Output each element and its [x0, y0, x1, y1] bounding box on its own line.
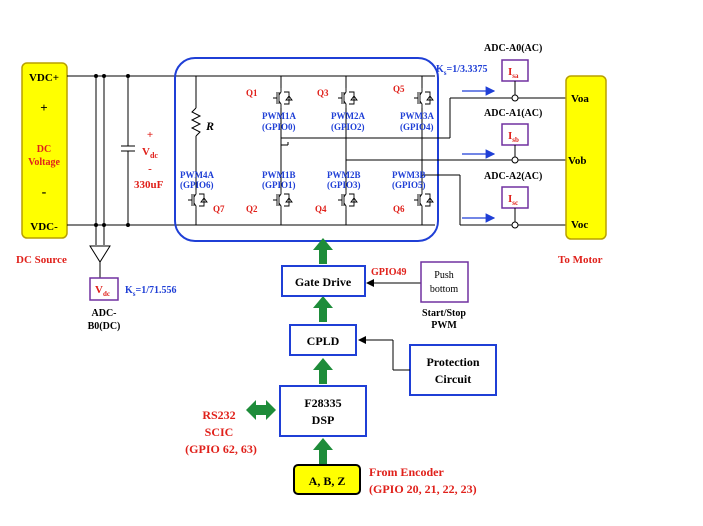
- dsp-line2: DSP: [312, 413, 335, 427]
- adc-a1-label: ADC-A1(AC): [484, 108, 542, 119]
- vdc-minus-label: VDC-: [30, 221, 58, 233]
- dc-source-box: [21, 62, 68, 239]
- gpio4-label: (GPIO4): [400, 122, 434, 132]
- push-button-line1: Push: [434, 270, 453, 281]
- gpio2-label: (GPIO2): [331, 122, 365, 132]
- cap-v-label: Vdc: [142, 146, 158, 160]
- gate-drive-label: Gate Drive: [295, 275, 352, 289]
- cpld-label: CPLD: [307, 334, 340, 348]
- adc-a0-label: ADC-A0(AC): [484, 43, 542, 54]
- dc-sense-v-label: Vdc: [95, 284, 110, 298]
- switch-q7-symbol: [187, 190, 208, 210]
- arrow-cpld-to-gate: [313, 296, 333, 322]
- pwm2b-label: PWM2B: [327, 170, 361, 180]
- encoder-gpio-caption: (GPIO 20, 21, 22, 23): [369, 482, 477, 496]
- current-direction-arrows: [462, 86, 496, 223]
- switch-q1-symbol: [272, 88, 293, 108]
- gpio5-label: (GPIO5): [392, 180, 426, 190]
- q4-label: Q4: [315, 204, 327, 214]
- voltage-label: Voltage: [28, 157, 60, 168]
- pwm1b-label: PWM1B: [262, 170, 296, 180]
- switch-symbols: [187, 88, 434, 210]
- adc-b0-line2: B0(DC): [88, 321, 121, 332]
- push-button-line2: bottom: [430, 284, 459, 295]
- brake-switch-label: Q7: [213, 204, 225, 214]
- cap-minus-sign: -: [148, 163, 152, 175]
- motor-box: [565, 75, 607, 240]
- cap-plus-sign: +: [147, 129, 153, 141]
- isb-label: Isb: [508, 130, 519, 144]
- q2-label: Q2: [246, 204, 258, 214]
- brake-gpio-label: (GPIO6): [180, 180, 214, 190]
- switch-q5-symbol: [413, 88, 434, 108]
- cap-value: 330uF: [134, 179, 164, 191]
- pwm1a-label: PWM1A: [262, 111, 296, 121]
- gpio0-label: (GPIO0): [262, 122, 296, 132]
- scic-label: SCIC: [205, 425, 234, 439]
- cpld-box: [289, 324, 357, 356]
- dsp-box: [279, 385, 367, 437]
- brake-leg-wires: [190, 76, 202, 225]
- q3-label: Q3: [317, 88, 329, 98]
- bottom-switch-labels: PWM1B (GPIO1) PWM2B (GPIO3) PWM3B (GPIO5…: [246, 170, 426, 214]
- brake-resistor-label: R: [205, 119, 214, 133]
- signal-flow-arrows: [246, 238, 333, 464]
- encoder-box: [293, 464, 361, 495]
- switch-q6-symbol: [413, 190, 434, 210]
- gpio1-label: (GPIO1): [262, 180, 296, 190]
- isc-label: Isc: [508, 193, 518, 207]
- phase-vob-label: Vob: [568, 155, 587, 167]
- pwm-caption: PWM: [431, 320, 457, 331]
- q1-label: Q1: [246, 88, 258, 98]
- current-ks-label: Ks=1/3.3375: [436, 64, 488, 77]
- adc-b0-line1: ADC-: [92, 308, 117, 319]
- dc-source-caption: DC Source: [16, 254, 67, 266]
- from-encoder-caption: From Encoder: [369, 465, 444, 479]
- protection-wire: [358, 336, 410, 371]
- arrow-gate-to-inverter: [313, 238, 333, 264]
- q5-label: Q5: [393, 84, 405, 94]
- dc-plus-sign: +: [40, 100, 47, 115]
- switch-q2-symbol: [272, 190, 293, 210]
- phase-voa-label: Voa: [571, 93, 589, 105]
- dc-ks-label: Ks=1/71.556: [125, 285, 177, 298]
- pwm3a-label: PWM3A: [400, 111, 434, 121]
- gpio3-label: (GPIO3): [327, 180, 361, 190]
- encoder-label: A, B, Z: [309, 474, 346, 488]
- arrow-rs232-bidirectional: [246, 400, 276, 420]
- switch-q4-symbol: [337, 190, 358, 210]
- gate-drive-gpio-label: GPIO49: [371, 267, 407, 278]
- vdc-plus-label: VDC+: [29, 72, 59, 84]
- rs232-label: RS232: [202, 408, 235, 422]
- inverter-module-box: [174, 57, 439, 242]
- pwm2a-label: PWM2A: [331, 111, 365, 121]
- dc-label: DC: [37, 144, 51, 155]
- top-switch-labels: Q1 Q3 Q5 PWM1A (GPIO0) PWM2A (GPIO2) PWM…: [246, 84, 434, 132]
- isa-label: Isa: [508, 66, 519, 80]
- arrow-encoder-to-dsp: [313, 438, 333, 464]
- phase-voc-label: Voc: [571, 219, 588, 231]
- to-motor-caption: To Motor: [558, 254, 603, 266]
- dc-minus-sign: -: [42, 185, 47, 200]
- push-button-box: [420, 261, 469, 303]
- arrow-dsp-to-cpld: [313, 358, 333, 384]
- adc-a2-label: ADC-A2(AC): [484, 171, 542, 182]
- gate-drive-box: [281, 265, 366, 297]
- q6-label: Q6: [393, 204, 405, 214]
- pwm3b-label: PWM3B: [392, 170, 426, 180]
- protection-line2: Circuit: [435, 372, 471, 386]
- brake-pwm-label: PWM4A: [180, 170, 214, 180]
- dsp-line1: F28335: [304, 396, 341, 410]
- start-stop-caption: Start/Stop: [422, 308, 466, 319]
- protection-circuit-box: [409, 344, 497, 396]
- rs232-gpio-label: (GPIO 62, 63): [185, 442, 257, 456]
- switch-q3-symbol: [337, 88, 358, 108]
- phase-leg-wires: [280, 76, 508, 226]
- protection-line1: Protection: [426, 355, 479, 369]
- dc-voltage-sensor: [89, 277, 119, 301]
- voltage-sense-amplifier: [89, 245, 111, 263]
